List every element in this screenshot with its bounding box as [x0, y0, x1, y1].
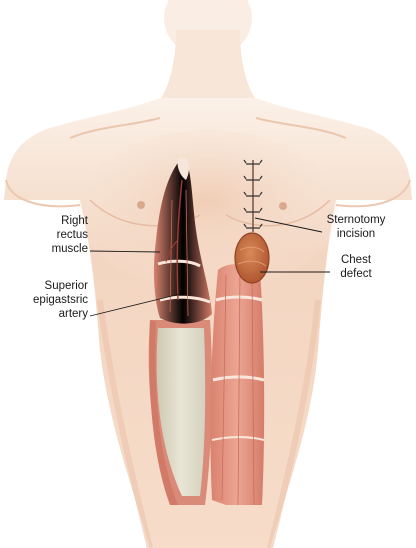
- label-line: Right: [61, 215, 88, 227]
- leader-superior-artery: [89, 293, 181, 317]
- leader-right-rectus: [89, 250, 161, 253]
- label-line: Superior: [44, 280, 88, 292]
- label-line: Chest: [340, 254, 372, 266]
- rectus-sheath-cavity: [148, 320, 213, 505]
- label-right-rectus-muscle: Right rectus muscle: [28, 214, 88, 256]
- label-line: Sternotomy: [326, 214, 386, 226]
- label-line: muscle: [51, 243, 88, 255]
- label-sternotomy-incision: Sternotomy incision: [322, 213, 390, 241]
- head-neck: [160, 0, 256, 100]
- label-line: rectus: [56, 229, 88, 241]
- leader-sternotomy: [254, 217, 323, 233]
- label-line: epigastsric: [33, 294, 88, 306]
- label-superior-epigastric-artery: Superior epigastsric artery: [22, 279, 88, 321]
- right-rectus-flap: [153, 158, 212, 324]
- label-line: artery: [58, 308, 88, 320]
- leader-lines: [89, 217, 330, 317]
- sternotomy-sutures: [243, 159, 263, 232]
- label-chest-defect: Chest defect: [330, 253, 382, 281]
- right-lateral-strip: [149, 320, 178, 505]
- chest-defect-shape: [234, 232, 270, 284]
- label-line: defect: [340, 268, 372, 280]
- label-line: incision: [336, 228, 376, 240]
- left-rectus-muscle: [210, 264, 265, 506]
